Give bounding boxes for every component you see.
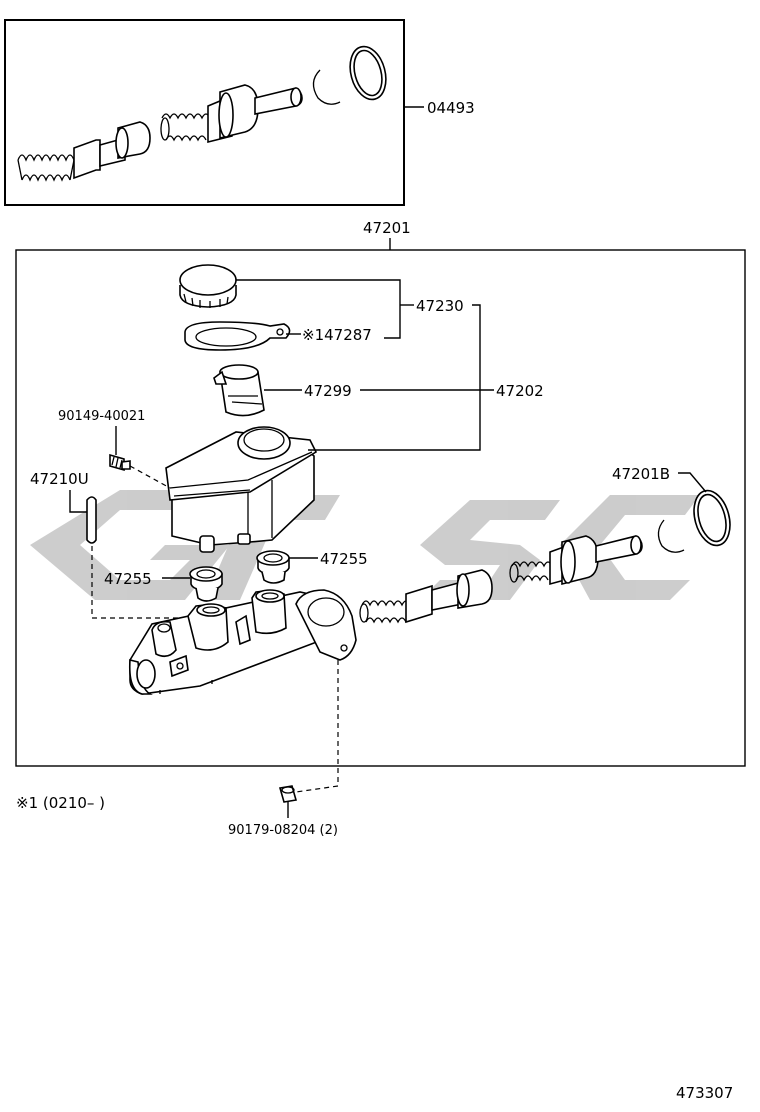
reservoir-part-number: 47202 bbox=[496, 382, 544, 400]
reservoir-illustration bbox=[165, 426, 318, 553]
nut-part-number: 90179-08204 (2) bbox=[228, 823, 338, 838]
pin-illustration bbox=[86, 496, 97, 544]
gasket-illustration bbox=[184, 321, 291, 351]
strainer-illustration bbox=[213, 364, 265, 417]
gasket-part-number: ※147287 bbox=[302, 326, 372, 344]
piston-kit-part-number: 47201B bbox=[612, 465, 670, 483]
pin-part-number: 47210U bbox=[30, 470, 89, 488]
grommet-right-illustration bbox=[256, 550, 290, 584]
grommet-left-illustration bbox=[189, 566, 223, 602]
pin-leader-line bbox=[69, 490, 87, 513]
nut-dashed-line bbox=[295, 660, 339, 793]
screw-dashed-line bbox=[129, 465, 171, 489]
kit-piston-assembly-illustration bbox=[17, 45, 387, 182]
cap-set-bracket-line bbox=[236, 279, 401, 339]
nut-illustration bbox=[278, 785, 298, 803]
kit-part-number: 04493 bbox=[427, 99, 475, 117]
secondary-piston-illustration bbox=[509, 489, 731, 586]
primary-piston-illustration bbox=[359, 569, 493, 624]
strainer-part-number: 47299 bbox=[304, 382, 352, 400]
cap-set-part-number: 47230 bbox=[416, 297, 464, 315]
piston-kit-leader-line bbox=[678, 472, 707, 493]
assembly-part-number: 47201 bbox=[363, 219, 411, 237]
illustration-code: 473307 bbox=[676, 1084, 733, 1102]
assembly-frame bbox=[15, 249, 746, 767]
reservoir-cap-illustration bbox=[179, 264, 237, 308]
footnote: ※1 (0210– ) bbox=[16, 794, 105, 812]
screw-part-number: 90149-40021 bbox=[58, 409, 145, 424]
screw-illustration bbox=[109, 453, 131, 472]
master-cylinder-body-illustration bbox=[128, 589, 357, 695]
grommet-right-part-number: 47255 bbox=[320, 550, 368, 568]
reservoir-bracket-line bbox=[308, 304, 481, 451]
grommet-left-part-number: 47255 bbox=[104, 570, 152, 588]
kit-frame bbox=[4, 19, 405, 206]
pin-dashed-line bbox=[91, 546, 238, 619]
